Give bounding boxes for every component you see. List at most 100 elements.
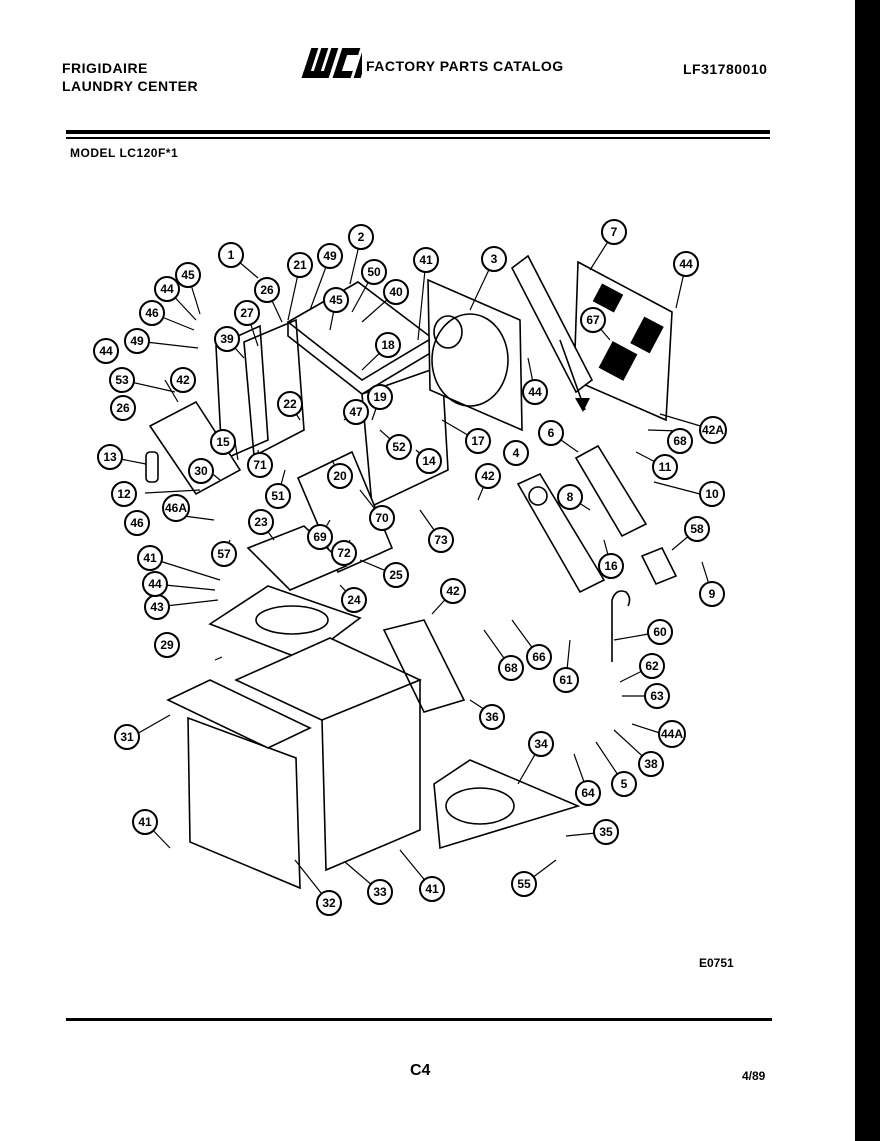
callout-73: 73: [428, 527, 454, 553]
callout-12: 12: [111, 481, 137, 507]
svg-text:42A: 42A: [702, 423, 724, 437]
callout-29: 29: [154, 632, 180, 658]
svg-text:44A: 44A: [661, 727, 683, 741]
svg-text:11: 11: [659, 460, 672, 474]
callout-61: 61: [553, 667, 579, 693]
wci-logo: [301, 48, 362, 78]
callout-44A: 44A: [658, 720, 686, 748]
svg-text:16: 16: [604, 559, 618, 573]
callout-42A: 42A: [699, 416, 727, 444]
callout-46: 46: [139, 300, 165, 326]
svg-text:41: 41: [425, 882, 439, 896]
revision-date: 4/89: [742, 1069, 766, 1083]
svg-text:49: 49: [323, 249, 337, 263]
svg-text:73: 73: [434, 533, 448, 547]
callout-41: 41: [132, 809, 158, 835]
callout-20: 20: [327, 463, 353, 489]
callout-18: 18: [375, 332, 401, 358]
svg-text:68: 68: [504, 661, 518, 675]
callout-4: 4: [503, 440, 529, 466]
access-panel: [382, 619, 466, 713]
part-callouts: 1 2 3 4 5 6 7 8 9 10 11 12 13 14 15 16 1…: [93, 219, 727, 916]
page-number: C4: [410, 1062, 431, 1079]
callout-16: 16: [598, 553, 624, 579]
svg-text:47: 47: [349, 405, 363, 419]
svg-text:50: 50: [367, 265, 381, 279]
callout-64: 64: [575, 780, 601, 806]
callout-7: 7: [601, 219, 627, 245]
catalog-number: LF31780010: [683, 61, 768, 77]
door-frame: [215, 318, 305, 462]
back-panel: [573, 260, 673, 422]
callout-60: 60: [647, 619, 673, 645]
lower-cabinet: [166, 637, 422, 890]
svg-text:69: 69: [313, 530, 327, 544]
svg-text:39: 39: [220, 332, 234, 346]
callout-34: 34: [528, 731, 554, 757]
svg-text:17: 17: [471, 434, 485, 448]
callout-11: 11: [652, 454, 678, 480]
callout-67: 67: [580, 307, 606, 333]
bracket-plate: [574, 444, 648, 538]
callout-14: 14: [416, 448, 442, 474]
callout-6: 6: [538, 420, 564, 446]
callout-44: 44: [673, 251, 699, 277]
svg-text:35: 35: [599, 825, 613, 839]
svg-text:5: 5: [621, 777, 628, 791]
svg-text:44: 44: [679, 257, 693, 271]
drum-rear-panel: [427, 278, 523, 432]
svg-text:26: 26: [116, 401, 130, 415]
svg-text:44: 44: [160, 282, 174, 296]
callout-44: 44: [142, 571, 168, 597]
svg-text:46: 46: [130, 516, 144, 530]
cabinet-base: [433, 759, 581, 850]
callout-72: 72: [331, 540, 357, 566]
svg-text:46: 46: [145, 306, 159, 320]
svg-text:44: 44: [528, 385, 542, 399]
svg-text:57: 57: [217, 547, 231, 561]
callout-21: 21: [287, 252, 313, 278]
callout-23: 23: [248, 509, 274, 535]
svg-text:49: 49: [130, 334, 144, 348]
svg-text:8: 8: [567, 490, 574, 504]
callout-8: 8: [557, 484, 583, 510]
callout-50: 50: [361, 259, 387, 285]
model-number: MODEL LC120F*1: [70, 146, 179, 160]
callout-44: 44: [93, 338, 119, 364]
callout-70: 70: [369, 505, 395, 531]
callout-42: 42: [475, 463, 501, 489]
svg-text:61: 61: [559, 673, 573, 687]
svg-text:45: 45: [181, 268, 195, 282]
svg-text:30: 30: [194, 464, 208, 478]
svg-text:9: 9: [709, 587, 716, 601]
product-line: LAUNDRY CENTER: [62, 78, 199, 94]
svg-text:38: 38: [644, 757, 658, 771]
callout-68: 68: [498, 655, 524, 681]
callout-1: 1: [218, 242, 244, 268]
svg-text:41: 41: [138, 815, 152, 829]
svg-text:67: 67: [586, 313, 600, 327]
svg-text:40: 40: [389, 285, 403, 299]
svg-text:10: 10: [705, 487, 719, 501]
svg-text:58: 58: [690, 522, 704, 536]
callout-24: 24: [341, 587, 367, 613]
svg-text:42: 42: [446, 584, 460, 598]
svg-text:26: 26: [260, 283, 274, 297]
callout-68: 68: [667, 428, 693, 454]
catalog-title: FACTORY PARTS CATALOG: [366, 58, 564, 74]
svg-text:2: 2: [358, 230, 365, 244]
svg-text:42: 42: [481, 469, 495, 483]
callout-41: 41: [413, 247, 439, 273]
svg-text:41: 41: [143, 551, 157, 565]
svg-text:53: 53: [115, 373, 129, 387]
callout-49: 49: [317, 243, 343, 269]
callout-36: 36: [479, 704, 505, 730]
svg-text:15: 15: [216, 435, 230, 449]
svg-text:34: 34: [534, 737, 548, 751]
callout-62: 62: [639, 653, 665, 679]
svg-text:41: 41: [419, 253, 433, 267]
callout-45: 45: [323, 287, 349, 313]
callout-42: 42: [440, 578, 466, 604]
svg-text:71: 71: [253, 458, 267, 472]
svg-text:13: 13: [103, 450, 117, 464]
